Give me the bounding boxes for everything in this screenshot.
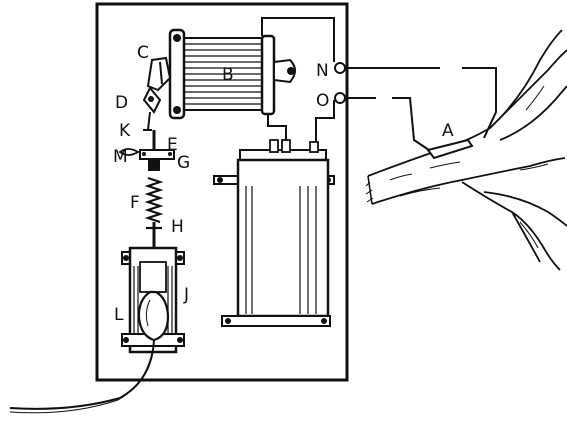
bulb-holder [121, 246, 185, 354]
battery-cell [213, 139, 335, 327]
terminal-n [334, 62, 346, 74]
tree-branch [365, 29, 567, 271]
air-tube [9, 339, 155, 410]
diagram-labels: A B C D E F G H J K L M N O [113, 43, 454, 325]
label-f: F [130, 193, 140, 213]
armature-lever [142, 56, 172, 131]
label-e: E [167, 135, 178, 155]
label-b: B [222, 65, 234, 85]
label-g: G [177, 153, 190, 173]
plunger-rod [118, 130, 175, 262]
label-h: H [171, 217, 184, 237]
label-o: O [316, 91, 329, 111]
circuit-wires [261, 17, 335, 142]
terminal-o [334, 92, 346, 104]
label-c: C [137, 43, 149, 63]
electromagnet-coil [168, 28, 296, 120]
label-n: N [316, 61, 329, 81]
label-l: L [114, 305, 124, 325]
label-k: K [119, 121, 131, 141]
branch-contact [426, 138, 474, 160]
label-j: J [183, 285, 189, 305]
label-m: M [113, 147, 128, 167]
external-wires [345, 67, 497, 153]
label-a: A [442, 121, 454, 141]
label-d: D [115, 93, 128, 113]
